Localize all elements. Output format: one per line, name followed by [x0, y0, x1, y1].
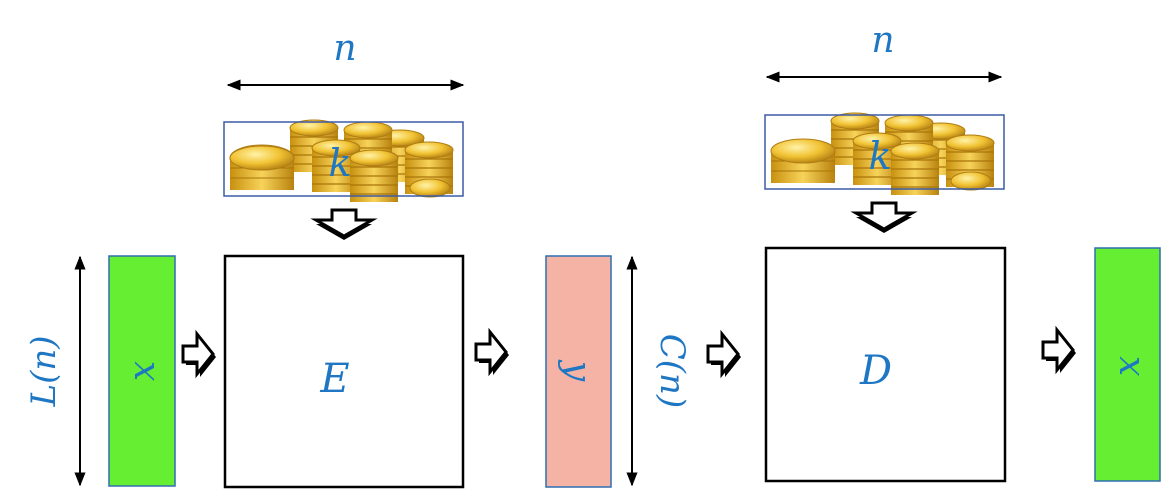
input-message-bar [108, 255, 176, 487]
encoder-label: E [319, 356, 349, 402]
decoder-label: D [859, 348, 892, 394]
input-length-label: L(n) [24, 335, 64, 407]
output-message-bar [1094, 247, 1161, 482]
ciphertext-length-label: C(n) [652, 334, 692, 408]
ciphertext-bar [545, 255, 612, 488]
ciphertext-to-decoder-arrow [706, 332, 743, 379]
decoder-to-output-arrow [1041, 328, 1078, 375]
key-length-label-left: n [333, 28, 356, 69]
input-to-encoder-arrow [181, 332, 218, 379]
key-into-encoder-arrow [314, 208, 374, 242]
key-coins-image-left [223, 119, 464, 203]
key-coins-image-right [764, 112, 1005, 196]
decoder-box [764, 246, 1007, 483]
encoder-box [223, 254, 465, 489]
output-message-label: x [1107, 356, 1148, 376]
key-length-label-right: n [871, 20, 894, 61]
key-into-decoder-arrow [854, 201, 914, 235]
input-message-label: x [122, 361, 163, 381]
key-label-right: k [868, 134, 891, 178]
encoder-to-ciphertext-arrow [474, 330, 511, 377]
ciphertext-label: y [557, 359, 598, 382]
key-label-left: k [328, 141, 351, 185]
